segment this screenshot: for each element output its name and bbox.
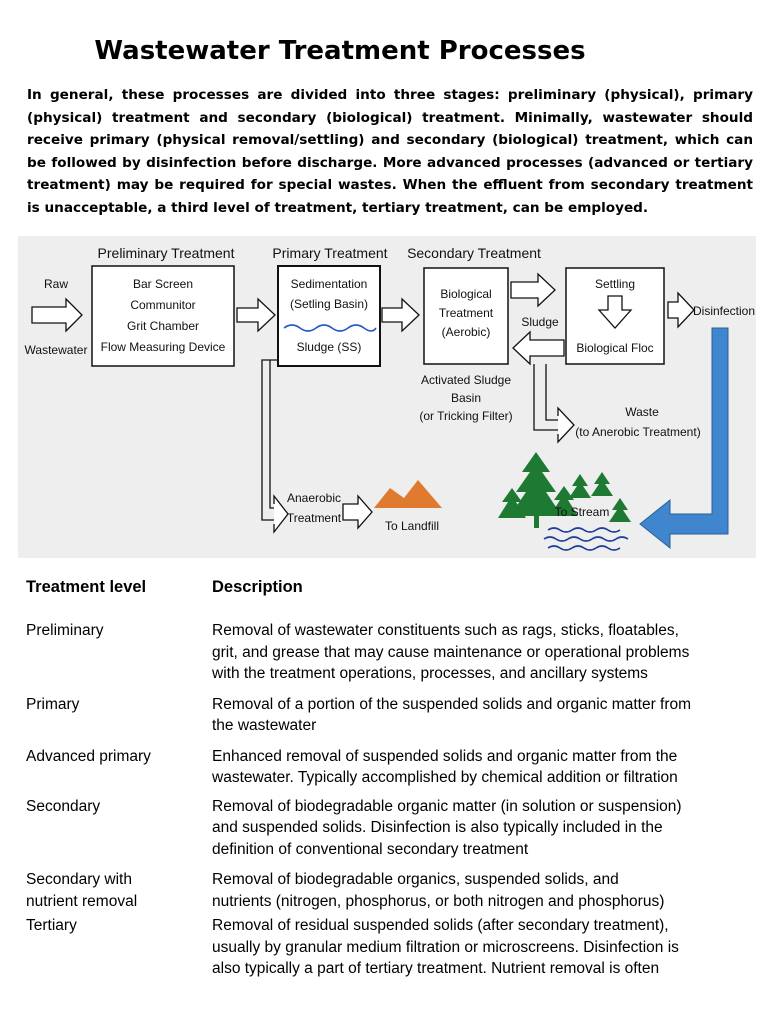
sludge-label: Sludge (521, 315, 559, 329)
waste-line (533, 364, 558, 431)
table-row: Primary Removal of a portion of the suspe… (26, 694, 752, 737)
treatment-level-line: Primary (26, 695, 80, 713)
primary-box (277, 265, 381, 367)
landfill-icon (374, 480, 442, 508)
waste-note-label: (to Anerobic Treatment) (575, 425, 700, 439)
treatment-level-cell: Tertiary (26, 915, 212, 980)
raw-label: Raw (44, 277, 68, 291)
table-row: Preliminary Removal of wastewater constit… (26, 620, 752, 685)
description-line: usually by granular medium filtration or… (212, 938, 679, 956)
biological-label: Treatment (439, 306, 494, 320)
description-line: the wastewater (212, 717, 317, 734)
prelim-item: Bar Screen (133, 277, 193, 291)
sludge-arrowhead (273, 494, 289, 534)
treatment-level-cell: Secondary (26, 796, 212, 861)
biological-label: (Aerobic) (442, 325, 491, 339)
activated-sludge-label: Activated Sludge (421, 373, 511, 387)
biological-label: Biological (440, 287, 491, 301)
description-line: Removal of a portion of the suspended so… (212, 695, 692, 713)
settling-down-arrow (597, 295, 633, 329)
arrow-to-landfill (342, 494, 373, 530)
description-line: Removal of biodegradable organics, suspe… (212, 871, 619, 888)
description-line: definition of conventional secondary tre… (212, 840, 529, 858)
description-cell: Removal of a portion of the suspended so… (212, 694, 752, 737)
intro-paragraph: In general, these processes are divided … (27, 87, 753, 216)
treatment-level-cell: Primary (26, 694, 212, 737)
treatment-level-line: Preliminary (26, 622, 104, 639)
table-row: Tertiary Removal of residual suspended so… (26, 915, 752, 980)
disinfection-label: Disinfection (693, 304, 755, 318)
treatment-level-cell: Advanced primary (26, 746, 212, 789)
activated-sludge-label: Basin (451, 391, 481, 405)
biological-floc-label: Biological Floc (576, 341, 653, 355)
description-line: also typically a part of tertiary treatm… (212, 960, 660, 977)
treatment-level-cell: Preliminary (26, 620, 212, 685)
preliminary-box (91, 265, 235, 367)
prelim-item: Grit Chamber (127, 319, 199, 333)
treatment-level-line: nutrient removal (26, 892, 138, 910)
description-line: grit, and grease that may cause maintena… (212, 643, 690, 661)
table-header: Treatment level Description (26, 578, 752, 620)
table-row: Secondary with nutrient removal Removal of… (26, 869, 752, 912)
stream-waves (543, 527, 629, 551)
table-row: Secondary Removal of biodegradable organi… (26, 796, 752, 861)
description-line: Removal of wastewater constituents such … (212, 622, 679, 639)
water-wave (283, 324, 377, 332)
settling-basin-label: (Setling Basin) (290, 297, 368, 311)
activated-sludge-label: (or Tricking Filter) (419, 409, 512, 423)
description-cell: Removal of wastewater constituents such … (212, 620, 752, 685)
primary-header: Primary Treatment (272, 245, 387, 261)
description-line: and suspended solids. Disinfection is al… (212, 819, 663, 836)
secondary-header: Secondary Treatment (407, 245, 541, 261)
prelim-item: Communitor (130, 298, 195, 312)
tree-icon (498, 452, 631, 528)
description-line: Removal of biodegradable organic matter … (212, 797, 682, 815)
waste-label: Waste (625, 405, 659, 419)
description-cell: Enhanced removal of suspended solids and… (212, 746, 752, 789)
treatment-level-line: Tertiary (26, 917, 77, 934)
arrow-to-disinfection (667, 291, 695, 329)
description-cell: Removal of residual suspended solids (af… (212, 915, 752, 980)
description-line: Enhanced removal of suspended solids and… (212, 747, 678, 765)
treatment-level-line: Advanced primary (26, 747, 151, 765)
biological-box (423, 267, 509, 365)
sludge-line-inner (269, 360, 274, 509)
arrow-prelim-to-primary (236, 297, 276, 333)
anaerobic-label: Treatment (287, 511, 342, 525)
return-sludge-arrow (512, 330, 565, 366)
description-line: wastewater. Typically accomplished by ch… (212, 769, 678, 786)
arrow-primary-to-secondary (381, 297, 420, 333)
table-body: Preliminary Removal of wastewater constit… (26, 620, 752, 980)
to-landfill-label: To Landfill (385, 519, 439, 533)
page-title: Wastewater Treatment Processes (94, 36, 586, 66)
wastewater-label: Wastewater (25, 343, 88, 357)
anaerobic-label: Anaerobic (287, 491, 341, 505)
arrow-bio-to-settling (510, 272, 556, 308)
settling-label: Settling (595, 277, 635, 291)
header-treatment-level: Treatment level (26, 578, 147, 596)
table-row: Advanced primary Enhanced removal of susp… (26, 746, 752, 789)
description-cell: Removal of biodegradable organics, suspe… (212, 869, 752, 912)
preliminary-header: Preliminary Treatment (98, 245, 235, 261)
description-line: nutrients (nitrogen, phosphorus, or both… (212, 892, 665, 910)
to-stream-label: To Stream (555, 505, 610, 519)
treatment-level-cell: Secondary with nutrient removal (26, 869, 212, 912)
raw-inflow-arrow (31, 297, 83, 333)
sludge-ss-label: Sludge (SS) (297, 340, 362, 354)
prelim-item: Flow Measuring Device (101, 340, 226, 354)
description-line: Removal of residual suspended solids (af… (212, 917, 669, 934)
waste-line-inner (545, 364, 558, 421)
process-diagram-svg: Preliminary Treatment Primary Treatment … (25, 245, 755, 551)
process-diagram: Preliminary Treatment Primary Treatment … (18, 236, 756, 558)
treatment-level-line: Secondary with (26, 871, 132, 888)
treatment-level-line: Secondary (26, 797, 101, 815)
description-line: with the treatment operations, processes… (212, 665, 648, 682)
header-description: Description (212, 578, 303, 596)
waste-arrowhead (557, 406, 575, 444)
to-stream-arrow (639, 327, 729, 550)
description-cell: Removal of biodegradable organic matter … (212, 796, 752, 861)
sedimentation-label: Sedimentation (291, 277, 368, 291)
